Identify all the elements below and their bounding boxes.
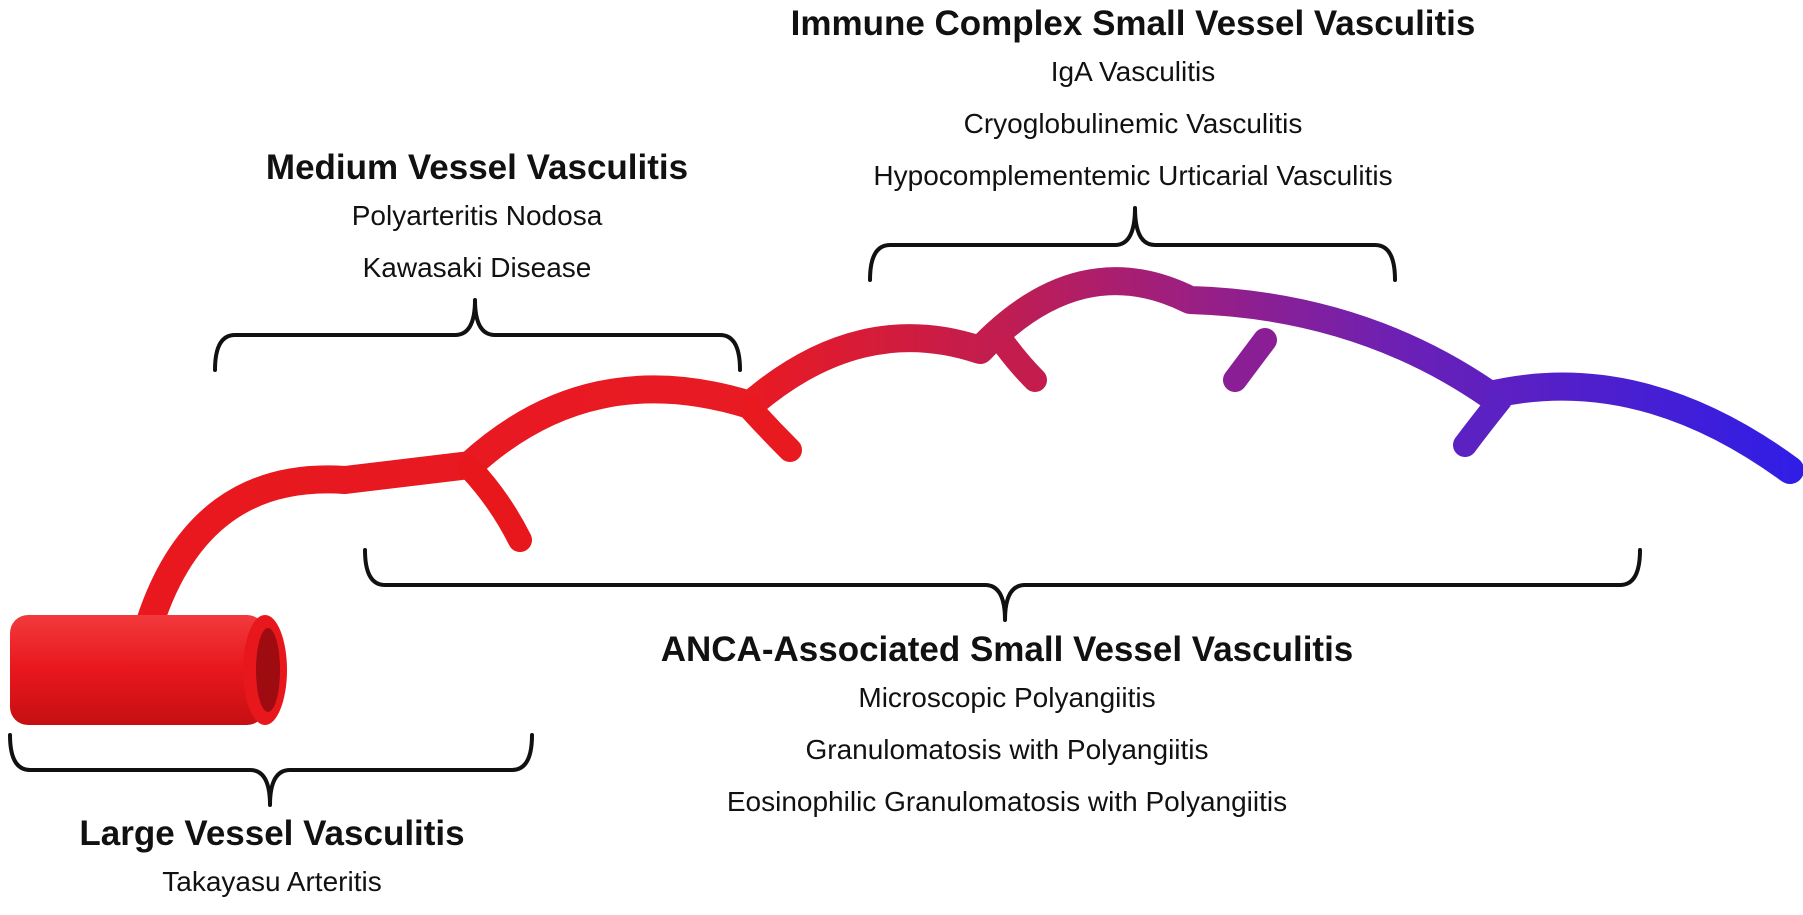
disease-item: Microscopic Polyangiitis [858, 682, 1156, 713]
group-immune-complex: Immune Complex Small Vessel Vasculitis I… [791, 2, 1476, 202]
bracket-large [8, 733, 534, 807]
disease-item: Granulomatosis with Polyangiitis [805, 734, 1209, 765]
group-anca-associated: ANCA-Associated Small Vessel Vasculitis … [661, 628, 1354, 828]
group-title-immune-complex: Immune Complex Small Vessel Vasculitis [790, 4, 1476, 43]
vessel-branch-1 [458, 456, 532, 552]
group-title-anca-associated: ANCA-Associated Small Vessel Vasculitis [660, 630, 1354, 669]
vessel-tree-icon [10, 267, 1803, 725]
vessel-branch-5 [1453, 388, 1512, 457]
disease-item: Cryoglobulinemic Vasculitis [963, 108, 1303, 139]
group-title-large-vessel: Large Vessel Vasculitis [79, 814, 465, 853]
bracket-medium [213, 298, 742, 372]
disease-item: IgA Vasculitis [1050, 56, 1216, 87]
bracket-immune [868, 206, 1397, 282]
group-large-vessel: Large Vessel Vasculitis Takayasu Arterit… [79, 812, 464, 908]
bracket-anca [363, 548, 1642, 622]
group-title-medium-vessel: Medium Vessel Vasculitis [265, 148, 689, 187]
group-medium-vessel: Medium Vessel Vasculitis Polyarteritis N… [266, 146, 688, 294]
vessel-branch-2 [738, 396, 802, 462]
vessel-branch-3 [993, 333, 1047, 392]
disease-item: Takayasu Arteritis [162, 866, 382, 897]
vessel-branch-4 [1223, 328, 1277, 392]
disease-item: Polyarteritis Nodosa [351, 200, 603, 231]
disease-item: Eosinophilic Granulomatosis with Polyang… [726, 786, 1288, 817]
vessel-cylinder-inner [256, 628, 280, 712]
vessel-cylinder [10, 615, 265, 725]
disease-item: Hypocomplementemic Urticarial Vasculitis [873, 160, 1393, 191]
disease-item: Kawasaki Disease [362, 252, 592, 283]
vessel-main-path [136, 267, 1803, 636]
